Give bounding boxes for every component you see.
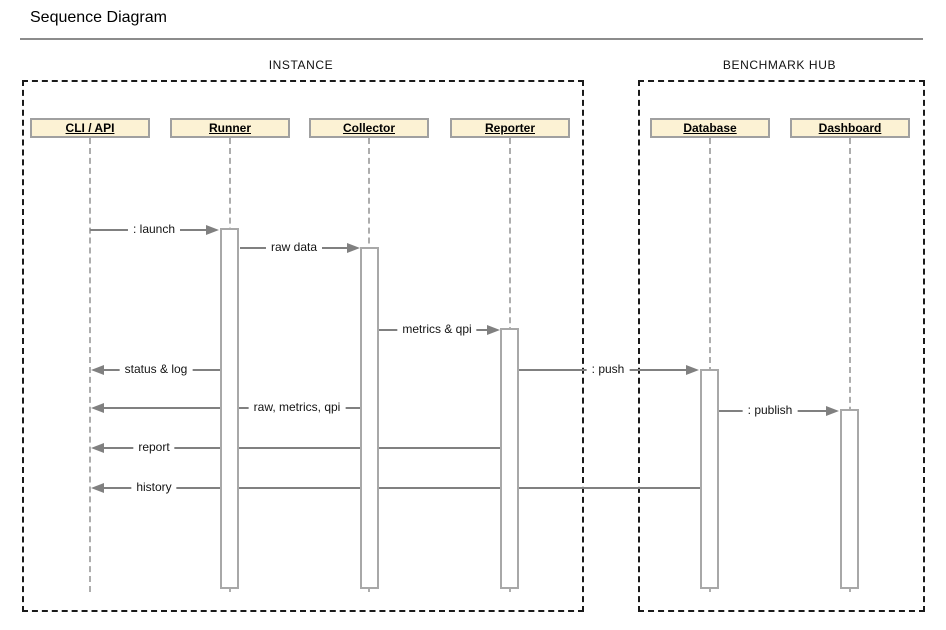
message-label-status-log: status & log — [119, 362, 193, 377]
lifeline-cli-api — [89, 138, 91, 592]
arrowhead-icon — [347, 243, 360, 253]
message-label-report: report — [133, 440, 175, 455]
message-label-raw-metrics-qpi: raw, metrics, qpi — [248, 400, 346, 415]
activation-runner — [220, 228, 239, 589]
arrowhead-icon — [487, 325, 500, 335]
message-label-push: : push — [586, 362, 630, 377]
arrowhead-icon — [826, 406, 839, 416]
message-line-history — [104, 487, 700, 489]
frame-instance — [22, 80, 584, 612]
arrowhead-icon — [91, 403, 104, 413]
message-label-raw-data: raw data — [265, 240, 323, 255]
lifeline-dashboard — [849, 138, 851, 592]
activation-collector — [360, 247, 379, 589]
activation-dashboard — [840, 409, 859, 589]
actor-reporter: Reporter — [450, 118, 570, 138]
actor-runner: Runner — [170, 118, 290, 138]
title-divider — [20, 38, 923, 40]
message-line-report — [104, 447, 500, 449]
message-label-metrics-qpi: metrics & qpi — [397, 322, 477, 337]
actor-dashboard: Dashboard — [790, 118, 910, 138]
frame-label-benchmark-hub: BENCHMARK HUB — [722, 58, 837, 72]
activation-reporter — [500, 328, 519, 589]
arrowhead-icon — [91, 443, 104, 453]
message-label-history: history — [131, 480, 177, 495]
actor-collector: Collector — [309, 118, 429, 138]
message-label-launch: : launch — [127, 222, 181, 237]
arrowhead-icon — [206, 225, 219, 235]
frame-benchmark-hub — [638, 80, 925, 612]
actor-cli-api: CLI / API — [30, 118, 150, 138]
arrowhead-icon — [91, 365, 104, 375]
lifeline-database — [709, 138, 711, 592]
activation-database — [700, 369, 719, 589]
arrowhead-icon — [686, 365, 699, 375]
message-label-publish: : publish — [742, 403, 798, 418]
frame-label-instance: INSTANCE — [268, 58, 334, 72]
arrowhead-icon — [91, 483, 104, 493]
page-title: Sequence Diagram — [30, 9, 167, 26]
actor-database: Database — [650, 118, 770, 138]
